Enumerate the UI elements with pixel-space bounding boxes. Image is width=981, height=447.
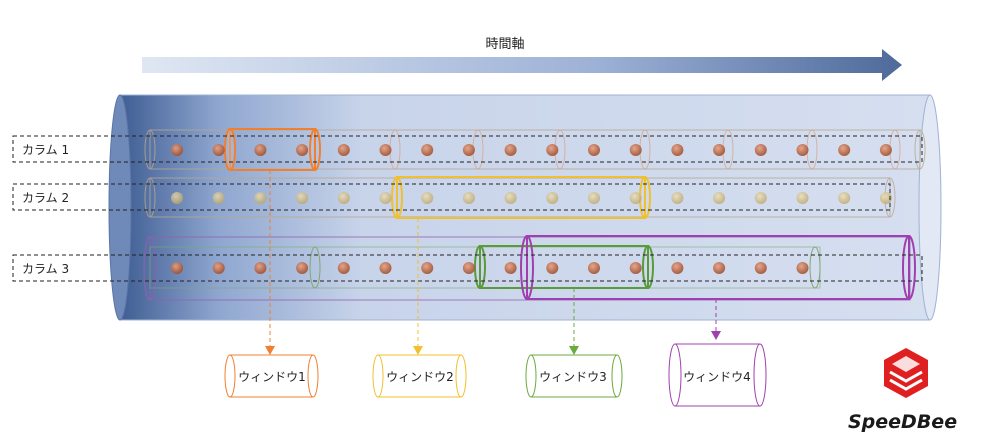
data-point	[754, 192, 767, 204]
data-point	[838, 144, 851, 156]
data-point	[629, 192, 642, 204]
data-point	[504, 144, 517, 156]
data-point	[421, 144, 434, 156]
data-point	[754, 144, 767, 156]
data-point	[671, 192, 684, 204]
data-point	[171, 262, 183, 274]
window1-highlight	[224, 128, 321, 171]
data-point	[462, 144, 475, 156]
data-point	[671, 144, 684, 156]
data-point	[546, 262, 559, 274]
column-2-box	[12, 183, 891, 211]
window4-output	[668, 343, 767, 407]
data-point	[796, 262, 809, 274]
data-point	[629, 262, 642, 274]
data-point	[588, 144, 600, 156]
data-point	[254, 144, 267, 156]
data-point	[296, 144, 309, 156]
data-points	[171, 144, 892, 274]
data-point	[212, 262, 225, 274]
window3-output	[525, 354, 623, 398]
data-point	[171, 192, 183, 204]
window2-output	[372, 354, 467, 398]
data-point	[212, 144, 225, 156]
data-point	[879, 144, 892, 156]
window3-label: ウィンドウ3	[539, 370, 607, 384]
data-point	[379, 262, 392, 274]
data-point	[671, 262, 684, 274]
data-point	[588, 192, 600, 204]
column-1-box	[12, 135, 923, 163]
data-point	[337, 192, 350, 204]
data-point	[379, 192, 392, 204]
window3-highlight	[474, 245, 654, 289]
window2-label: ウィンドウ2	[386, 370, 454, 384]
column-1-label: カラム 1	[22, 143, 69, 157]
data-point	[504, 192, 517, 204]
data-cylinder	[108, 94, 942, 321]
column-3-label: カラム 3	[22, 262, 69, 276]
data-point	[546, 192, 559, 204]
column-3-box	[12, 254, 923, 282]
data-point	[212, 192, 225, 204]
data-point	[754, 262, 767, 274]
data-point	[838, 192, 851, 204]
data-point	[462, 192, 475, 204]
data-point	[713, 262, 726, 274]
time-axis-label: 時間軸	[485, 37, 524, 52]
window-arrowheads	[265, 331, 721, 355]
data-point	[504, 262, 517, 274]
data-point	[337, 144, 350, 156]
data-point	[879, 192, 892, 204]
data-point	[796, 192, 809, 204]
window1-label: ウィンドウ1	[238, 370, 306, 384]
data-point	[546, 144, 559, 156]
data-point	[796, 144, 809, 156]
data-point	[713, 192, 726, 204]
data-point	[296, 192, 309, 204]
data-point	[713, 144, 726, 156]
data-point	[421, 262, 434, 274]
window4-label: ウィンドウ4	[683, 370, 751, 384]
column-label-boxes	[12, 135, 923, 282]
column-2-label: カラム 2	[22, 191, 69, 205]
data-point	[296, 262, 309, 274]
data-point	[421, 192, 434, 204]
time-axis: 時間軸	[142, 37, 902, 81]
data-point	[629, 144, 642, 156]
data-point	[254, 192, 267, 204]
data-point	[171, 144, 183, 156]
data-point	[254, 262, 267, 274]
data-point	[337, 262, 350, 274]
window1-output	[224, 354, 319, 398]
window-arrows	[269, 170, 717, 348]
data-point	[588, 262, 600, 274]
brand-logo-text: SpeeDBee	[848, 411, 957, 433]
stacked-cube-logo-icon	[884, 348, 928, 398]
time-axis-arrow	[142, 49, 902, 81]
data-point	[462, 262, 475, 274]
data-point	[379, 144, 392, 156]
window4-highlight	[520, 235, 916, 300]
